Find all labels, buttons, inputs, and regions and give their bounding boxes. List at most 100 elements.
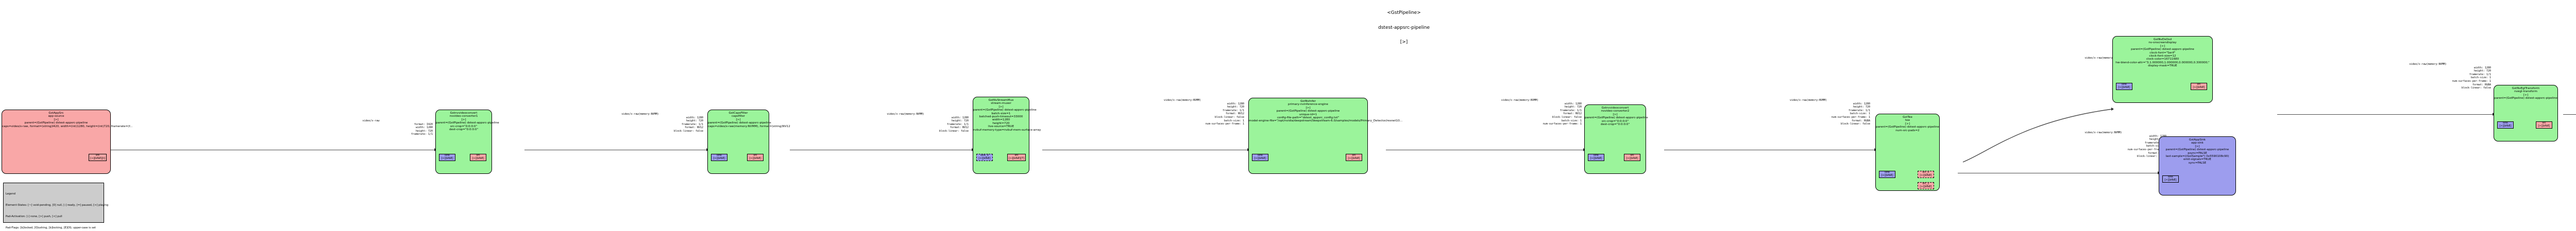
pad-src-src[interactable]: src[>][bfbE] xyxy=(747,154,764,162)
element-property: nvbuf-memory-type=nvbuf-mem-surface-arra… xyxy=(973,128,1041,132)
pad-src-src[interactable]: src[>][bfbE] xyxy=(2536,121,2552,129)
pad-sink-sink[interactable]: sink[>][bfbE] xyxy=(1588,154,1604,162)
element-class: GstNvInfer xyxy=(1300,100,1316,103)
pad-sink-sink[interactable]: sink[>][bfbE] xyxy=(2497,121,2514,129)
caps-field: width: 1280 xyxy=(415,126,433,130)
element-property: clock-font="Serif" xyxy=(2149,51,2176,55)
element-property: dest-crop="0:0:0:0" xyxy=(449,128,479,132)
edge-tee-to-osd xyxy=(1962,109,2113,163)
element-property: clock-color=16711680 xyxy=(2146,58,2179,61)
caps-field: width: 1280 xyxy=(951,116,969,119)
graph-title-name: dstest-appsrc-pipeline xyxy=(1378,25,1430,30)
pad-sink-sink[interactable]: sink[>][bfbE] xyxy=(1879,171,1895,179)
pad-sink-sink[interactable]: sink[>][bfbE] xyxy=(2116,83,2132,91)
edge-arrow-osd-sink xyxy=(2111,108,2114,111)
pad-sink-sink[interactable]: sink[>][bfbE] xyxy=(711,154,727,162)
element-property: live-source=TRUE xyxy=(988,125,1014,129)
pad-label: src xyxy=(1352,154,1356,157)
caps-field: height: 720 xyxy=(1853,105,1870,109)
caps-field: block-linear: false xyxy=(673,129,703,133)
element-property: caps=video/x-raw(memory:NVMM), format=(s… xyxy=(708,125,790,128)
element-name: app-source xyxy=(48,115,64,118)
caps-field: framerate: 1/1 xyxy=(946,122,969,126)
pad-sink-sink[interactable]: sink[>][bfbE] xyxy=(439,154,455,162)
caps-field: framerate: 1/1 xyxy=(411,133,433,136)
pad-label: sink xyxy=(2502,121,2509,125)
pad-src-src_1[interactable]: src_1[>][bfbE] xyxy=(1918,182,1934,190)
graph-title: <GstPipeline> dstest-appsrc-pipeline [>] xyxy=(1340,1,1468,55)
caps-field: block-linear: false xyxy=(2137,155,2166,158)
element-name: app-sink xyxy=(2191,141,2204,145)
caps-media-type: video/x-raw(memory:NVMM) xyxy=(2409,63,2447,66)
pad-label: sink xyxy=(1593,154,1599,157)
pad-src-src[interactable]: src[>][bfbE] xyxy=(2191,83,2207,91)
pad-src-src[interactable]: src[>][bfbE] xyxy=(1346,154,1362,162)
caps-media-type: video/x-raw(memory:NVMM) xyxy=(887,113,924,116)
graph-title-state: [>] xyxy=(1400,40,1408,45)
element-property: caps=video/x-raw, format=(string)I420, w… xyxy=(2,125,133,128)
caps-field: batch-size: 1 xyxy=(2470,76,2491,80)
element-class: GstAppSrc xyxy=(48,112,64,115)
caps-field: num-surfaces-per-frame: 1 xyxy=(1543,122,1582,126)
caps-field: format: RGBA xyxy=(1851,119,1870,122)
pad-sink-sink[interactable]: sink[>][bfbE] xyxy=(2162,175,2179,183)
legend-box: Legend Element-States: [~] void-pending,… xyxy=(3,183,108,229)
caps-field: width: 1280 xyxy=(2473,66,2491,69)
element-state: [>] xyxy=(2195,145,2200,148)
element-name: nv-onscreendisplay xyxy=(2148,41,2177,45)
caps-field: framerate: 1/1 xyxy=(2469,73,2491,76)
caps-field: num-surfaces-per-frame: 1 xyxy=(1831,115,1870,119)
element-property: parent=(GstPipeline) dstest-appsrc-pipel… xyxy=(2131,48,2194,51)
pad-sink-sink[interactable]: sink[>][bfbE] xyxy=(1252,154,1268,162)
pad-flags: [>][bfbE] xyxy=(978,156,991,160)
pad-src-src_0[interactable]: src_0[>][bfbE] xyxy=(1918,171,1934,179)
element-property: height=720 xyxy=(992,121,1010,125)
pad-flags: [>][bfbE] xyxy=(1920,185,1932,188)
caps-media-type: video/x-raw(memory:NVMM) xyxy=(1163,99,1201,102)
pad-label: src xyxy=(753,154,757,157)
pad-flags: [>][bfbE][T] xyxy=(1009,156,1025,160)
element-property: unique-id=1 xyxy=(1299,113,1317,116)
element-state: [>] xyxy=(736,118,741,121)
caps-field: height: 720 xyxy=(1564,105,1582,109)
caps-field: format: NV12 xyxy=(684,126,703,130)
element-class: GstNvDsOsd xyxy=(2153,38,2172,41)
caps-field: width: 1280 xyxy=(1564,102,1582,105)
pad-flags: [>][bfbE] xyxy=(713,156,725,160)
pad-src-src[interactable]: src[>][bfbE] xyxy=(1624,154,1640,162)
element-class: Gstnvvideoconvert xyxy=(1601,106,1629,110)
element-state: [>] xyxy=(2523,93,2529,97)
element-property: batched-push-timeout=33000 xyxy=(979,115,1023,119)
pad-src-src[interactable]: src[>][bfbE] xyxy=(470,154,486,162)
element-property: config-file-path="dstest_appsrc_config.t… xyxy=(1277,116,1340,120)
caps-media-type: video/x-raw(memory:NVMM) xyxy=(621,113,659,116)
pad-flags: [>][bfbE] xyxy=(441,156,453,160)
element-property: parent=(GstPipeline) dstest-appsrc-pipel… xyxy=(708,121,771,125)
pad-sink-sink_0[interactable]: sink_0[>][bfbE] xyxy=(976,154,993,162)
pad-src-src[interactable]: src[>][bfbE][T] xyxy=(1007,154,1026,162)
pad-src-src[interactable]: src[>][bfbE][t] xyxy=(89,154,107,162)
pad-flags: [>][bfbE] xyxy=(2164,178,2177,182)
caps-field: framerate: 1/1 xyxy=(1560,109,1582,112)
caps-field: batch-size: 1 xyxy=(1561,119,1582,122)
element-property: src-crop="0:0:0:0" xyxy=(1601,119,1629,123)
element-state: [>] xyxy=(998,105,1004,109)
caps-field: framerate: 1/1 xyxy=(1848,109,1870,112)
